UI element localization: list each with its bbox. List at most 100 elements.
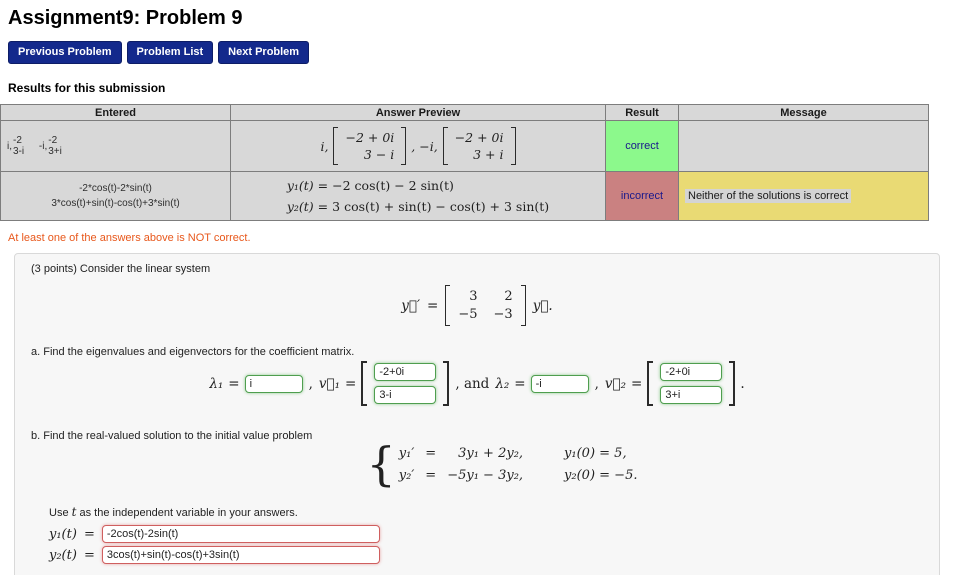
- entered-line-1: -2*cos(t)-2*sin(t): [79, 183, 152, 194]
- bracket-vector: −2 + 0i 3 + i: [442, 127, 516, 165]
- message-cell: [678, 120, 929, 172]
- entered-stack: -2 3-i: [13, 134, 25, 158]
- column-header-answer-preview: Answer Preview: [230, 104, 606, 121]
- math-token: i,: [320, 138, 329, 154]
- initial-condition-2: y₂(0) = −5.: [564, 468, 638, 484]
- lambda2-input[interactable]: [530, 374, 589, 393]
- v1-top-input[interactable]: [374, 363, 437, 381]
- v1-bottom-input[interactable]: [374, 386, 437, 404]
- part-b-text: b. Find the real-valued solution to the …: [31, 430, 313, 442]
- equals-sign: =: [514, 375, 526, 392]
- result-row-solution: -2*cos(t)-2*sin(t) 3*cos(t)+sin(t)-cos(t…: [0, 171, 929, 221]
- preview-math: i, −2 + 0i 3 − i , −i, −2 + 0i: [320, 127, 516, 165]
- right-bracket: [729, 361, 736, 406]
- t-variable: t: [71, 505, 77, 520]
- problem-intro: (3 points) Consider the linear system: [31, 263, 211, 275]
- equals-sign: =: [228, 375, 240, 392]
- left-brace: {: [366, 437, 396, 491]
- entered-stack: -2 3+i: [48, 134, 62, 158]
- column-header-message: Message: [678, 104, 929, 121]
- equals-sign: =: [631, 375, 643, 392]
- lambda1-input[interactable]: [244, 374, 303, 393]
- column-header-entered: Entered: [0, 104, 231, 121]
- result-badge-incorrect: incorrect: [605, 171, 679, 221]
- comma-and: , and: [455, 375, 490, 392]
- left-bracket: [445, 285, 451, 326]
- comma: ,: [308, 375, 313, 392]
- preview-line-2: y₂(t) = 3 cos(t) + sin(t) − cos(t) + 3 s…: [286, 199, 550, 214]
- y2-answer-row: y₂(t) =: [49, 546, 923, 565]
- eigen-row: λ₁ = , v⃗₁ = , and λ₂ = , v⃗₂ = .: [31, 361, 923, 406]
- ode-lhs-2: y₂′: [398, 468, 415, 484]
- lambda2-label: λ₂: [495, 375, 510, 392]
- matrix-entry: −5: [458, 307, 478, 322]
- results-header-row: Entered Answer Preview Result Message: [0, 104, 929, 121]
- entered-vector-2: -i, -2 3+i: [39, 135, 62, 158]
- problem-nav: Previous Problem Problem List Next Probl…: [8, 41, 953, 64]
- previous-problem-button[interactable]: Previous Problem: [8, 41, 122, 64]
- y1-label: y₁(t): [49, 526, 77, 542]
- equals-sign: =: [427, 297, 439, 314]
- right-bracket: [401, 127, 407, 165]
- y1-answer-row: y₁(t) =: [49, 525, 923, 544]
- matrix-entry: −3: [493, 307, 513, 322]
- entered-vector-1: i, -2 3-i: [7, 135, 24, 158]
- preview-line-1: y₁(t) = −2 cos(t) − 2 sin(t): [286, 177, 454, 193]
- comma: ,: [594, 375, 599, 392]
- right-bracket: [510, 127, 516, 165]
- right-bracket: [443, 361, 450, 406]
- left-bracket: [361, 361, 368, 406]
- result-badge-correct: correct: [605, 120, 679, 172]
- problem-box: (3 points) Consider the linear system y⃗…: [14, 253, 940, 575]
- ode-rhs-2: −5y₁ − 3y₂,: [447, 468, 524, 484]
- results-heading: Results for this submission: [8, 81, 166, 95]
- coefficient-matrix: 3 2 −5 −3: [445, 285, 526, 326]
- result-row-eigen: i, -2 3-i -i, -2 3+i i,: [0, 120, 929, 172]
- entered-cell: -2*cos(t)-2*sin(t) 3*cos(t)+sin(t)-cos(t…: [0, 171, 231, 221]
- y1-input[interactable]: [101, 525, 380, 544]
- equals-sign: =: [83, 547, 95, 563]
- left-bracket: [442, 127, 448, 165]
- lambda1-label: λ₁: [209, 375, 224, 392]
- ode-rhs-1: 3y₁ + 2y₂,: [458, 446, 524, 462]
- matrix-equation: y⃗′ = 3 2 −5 −3 y⃗.: [31, 285, 923, 326]
- part-a-text: a. Find the eigenvalues and eigenvectors…: [31, 346, 355, 358]
- y2-input[interactable]: [101, 546, 380, 565]
- equals-sign: =: [83, 526, 95, 542]
- v1-bracket: [361, 361, 450, 406]
- equals-sign: =: [345, 375, 357, 392]
- entered-text: -i,: [38, 140, 48, 152]
- math-token: , −i,: [411, 138, 438, 154]
- message-text: Neither of the solutions is correct: [685, 189, 852, 203]
- v2-label: v⃗₂: [604, 375, 627, 392]
- message-cell: Neither of the solutions is correct: [678, 171, 929, 221]
- answer-preview-cell: i, −2 + 0i 3 − i , −i, −2 + 0i: [230, 120, 606, 172]
- next-problem-button[interactable]: Next Problem: [218, 41, 310, 64]
- page-title: Assignment9: Problem 9: [8, 7, 243, 29]
- v2-top-input[interactable]: [660, 363, 723, 381]
- matrix-entry: 3: [469, 289, 478, 304]
- ode-system: { y₁′ = 3y₁ + 2y₂, y₁(0) = 5, y₂′ = −5y₁…: [56, 437, 939, 491]
- equals-sign: =: [425, 446, 437, 462]
- v2-bracket: [647, 361, 736, 406]
- results-table: Entered Answer Preview Result Message i,…: [0, 104, 929, 221]
- initial-condition-1: y₁(0) = 5,: [564, 446, 627, 462]
- period: .: [740, 375, 745, 392]
- entered-text: i,: [7, 140, 12, 152]
- y-vector: y⃗.: [532, 297, 553, 314]
- ode-lhs-1: y₁′: [398, 446, 415, 462]
- entered-cell: i, -2 3-i -i, -2 3+i: [0, 120, 231, 172]
- matrix-entry: 2: [504, 289, 513, 304]
- left-bracket: [647, 361, 654, 406]
- v2-bottom-input[interactable]: [660, 386, 723, 404]
- problem-list-button[interactable]: Problem List: [126, 41, 214, 64]
- y-vector-prime: y⃗′: [401, 297, 421, 314]
- entered-line-2: 3*cos(t)+sin(t)-cos(t)+3*sin(t): [51, 198, 180, 209]
- column-header-result: Result: [605, 104, 679, 121]
- summary-warning: At least one of the answers above is NOT…: [8, 232, 251, 244]
- right-bracket: [520, 285, 526, 326]
- bracket-vector: −2 + 0i 3 − i: [333, 127, 407, 165]
- y2-label: y₂(t): [49, 547, 77, 563]
- equals-sign: =: [425, 468, 437, 484]
- answer-preview-cell: y₁(t) = −2 cos(t) − 2 sin(t) y₂(t) = 3 c…: [230, 171, 606, 221]
